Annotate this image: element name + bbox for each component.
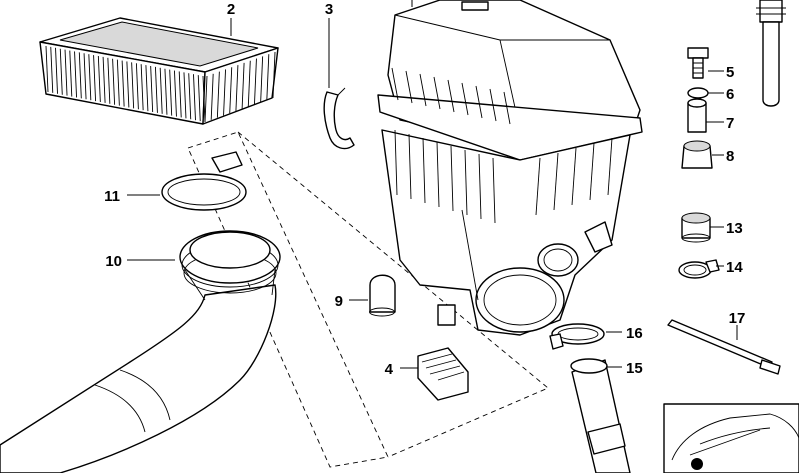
- callout-8: 8: [726, 148, 734, 165]
- callout-3: 3: [325, 1, 333, 18]
- callout-7: 7: [726, 115, 734, 132]
- hose-clamp-large[interactable]: [161, 151, 247, 211]
- callout-11: 11: [104, 188, 120, 205]
- callout-5: 5: [726, 64, 734, 81]
- spacer-sleeve[interactable]: [687, 98, 707, 133]
- callout-17: 17: [729, 310, 746, 327]
- callout-9: 9: [335, 293, 343, 310]
- rubber-cap[interactable]: [681, 212, 711, 243]
- hose-clamp-small[interactable]: [678, 259, 720, 279]
- vehicle-location-inset: [663, 403, 799, 473]
- rubber-mount[interactable]: [681, 140, 713, 169]
- cable-tie[interactable]: [667, 319, 781, 375]
- hose-clamp-medium[interactable]: [549, 323, 605, 350]
- callout-15: 15: [626, 360, 643, 377]
- air-duct-pipe[interactable]: [570, 358, 631, 473]
- callout-2: 2: [227, 1, 235, 18]
- callout-6: 6: [726, 86, 734, 103]
- callout-16: 16: [626, 325, 643, 342]
- grommet[interactable]: [369, 274, 396, 317]
- sensor[interactable]: [756, 0, 786, 107]
- air-filter-housing[interactable]: [377, 0, 643, 336]
- callout-14: 14: [726, 259, 743, 276]
- callout-4: 4: [385, 361, 394, 378]
- air-filter-element[interactable]: [39, 17, 279, 125]
- location-marker-icon: [691, 458, 703, 470]
- washer[interactable]: [687, 87, 709, 99]
- intake-hose[interactable]: [0, 230, 281, 473]
- callout-10: 10: [105, 253, 122, 270]
- bolt[interactable]: [687, 47, 709, 79]
- spring-clip[interactable]: [323, 87, 355, 150]
- assembly-outline: [187, 131, 549, 468]
- damper-block[interactable]: [417, 347, 469, 401]
- leader-lines: [127, 0, 738, 369]
- callout-13: 13: [726, 220, 743, 237]
